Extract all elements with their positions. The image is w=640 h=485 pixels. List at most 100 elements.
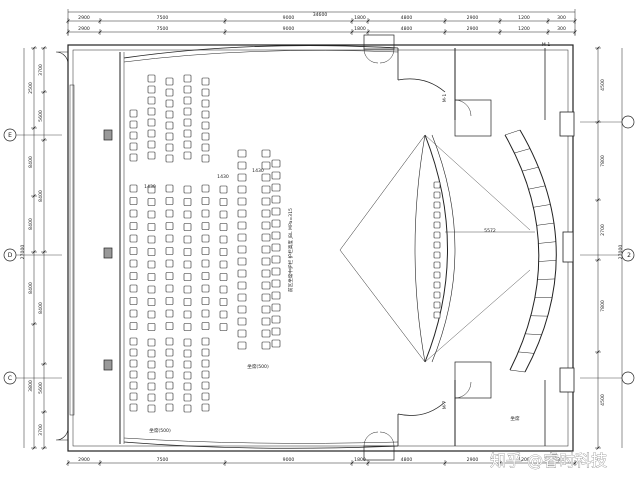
- seat: [261, 161, 271, 170]
- dimension-tick: [596, 198, 600, 202]
- seat: [129, 131, 138, 140]
- seat: [165, 77, 174, 86]
- seat: [165, 222, 174, 230]
- seat: [165, 309, 174, 318]
- truss-member: [536, 222, 554, 226]
- axis-label: C: [8, 375, 12, 382]
- seat: [201, 197, 210, 205]
- seat: [147, 248, 156, 256]
- seat: [183, 129, 192, 138]
- seat: [201, 348, 210, 357]
- seat: [129, 222, 138, 230]
- seat: [165, 234, 174, 243]
- dimension-tick: [32, 446, 36, 450]
- seat: [433, 211, 441, 219]
- seat: [183, 360, 192, 369]
- dimension-tick: [596, 258, 600, 262]
- sight-line: [424, 134, 531, 231]
- dimension-tick: [573, 461, 577, 465]
- door-label: M-1: [542, 42, 551, 48]
- dimension-tick: [42, 250, 46, 254]
- seat: [165, 370, 174, 379]
- dimension-tick: [350, 19, 354, 23]
- seat: [129, 197, 138, 205]
- seat: [433, 201, 441, 209]
- seat: [271, 219, 281, 228]
- proscenium-curve: [397, 78, 446, 93]
- dimension-label: 8400: [28, 156, 34, 168]
- seat: [261, 257, 271, 266]
- rear-curve: [123, 45, 399, 59]
- seat: [147, 371, 156, 380]
- seat: [183, 285, 192, 294]
- seat: [271, 315, 281, 324]
- seat: [219, 235, 228, 244]
- seat: [147, 74, 156, 83]
- dimension-label: 9000: [283, 457, 295, 463]
- dimension-label: 8400: [28, 282, 34, 294]
- door-label: M-7: [442, 401, 448, 410]
- dimension-label: 2900: [467, 457, 479, 463]
- seat: [271, 339, 281, 348]
- seat: [147, 273, 156, 281]
- axis-bubble: [621, 371, 635, 385]
- inner-wall: [72, 49, 569, 447]
- seat: [147, 129, 156, 138]
- dimension-label: 7500: [157, 457, 169, 463]
- dimension-label: 2500: [28, 82, 34, 94]
- seat: [271, 291, 281, 300]
- dimension-tick: [42, 362, 46, 366]
- seat: [201, 284, 210, 293]
- seat: [165, 247, 174, 255]
- seat: [183, 74, 192, 83]
- seat: [433, 261, 441, 269]
- dimension-tick: [443, 461, 447, 465]
- stage-arc: [431, 134, 456, 363]
- seat: [261, 221, 271, 230]
- dimension-tick: [32, 194, 36, 198]
- seat: [271, 171, 281, 180]
- seat: [261, 341, 271, 350]
- seat: [165, 381, 174, 390]
- seat: [129, 142, 138, 151]
- seat: [201, 154, 210, 163]
- dimension-tick: [223, 19, 227, 23]
- axis-label: 2: [627, 252, 631, 259]
- seat: [271, 327, 281, 336]
- dimension-label: 1800: [354, 457, 366, 463]
- seat: [147, 349, 156, 358]
- seat: [129, 184, 138, 193]
- seat: [165, 297, 174, 305]
- seat-count-label: 1430: [217, 174, 229, 180]
- dimension-label: 2900: [78, 15, 90, 21]
- seat: [201, 370, 210, 379]
- dimension-label: 300: [557, 457, 566, 463]
- seat: [237, 173, 247, 182]
- dimension-tick: [498, 461, 502, 465]
- seat: [183, 85, 192, 94]
- seat: [147, 310, 156, 319]
- seat: [165, 88, 174, 97]
- seat: [129, 392, 138, 401]
- seat: [219, 248, 228, 256]
- seat: [165, 259, 174, 268]
- seat: [183, 393, 192, 402]
- seat-count-label: 1430: [252, 168, 264, 174]
- truss-member: [509, 369, 526, 373]
- rear-curve: [123, 50, 399, 63]
- seat: [147, 285, 156, 294]
- seat: [433, 231, 441, 239]
- stage-arc: [424, 134, 448, 363]
- truss-member: [533, 204, 551, 208]
- axis-label: D: [8, 252, 13, 259]
- dimension-tick: [498, 30, 502, 34]
- seat: [129, 259, 138, 268]
- dimension-label: 1800: [354, 26, 366, 32]
- seat: [183, 404, 192, 413]
- dimension-label: 2900: [467, 26, 479, 32]
- seat-count-label: 1430: [144, 184, 156, 190]
- seat: [165, 143, 174, 152]
- sight-line: [339, 249, 426, 363]
- seat: [147, 185, 156, 194]
